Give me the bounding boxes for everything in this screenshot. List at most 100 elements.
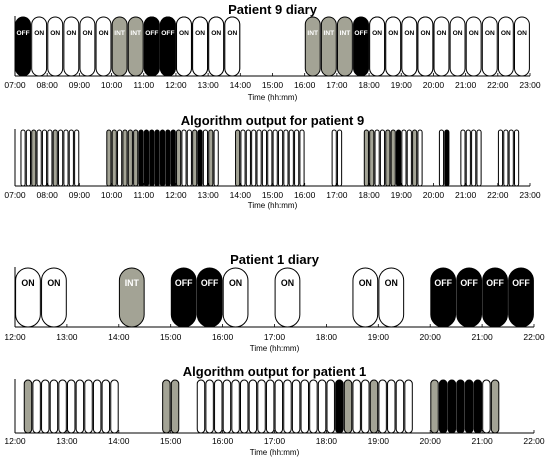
state-pill-int xyxy=(176,129,182,187)
state-pill-label: ON xyxy=(21,278,34,288)
state-pill-on xyxy=(449,16,466,77)
state-pill-on xyxy=(214,379,223,434)
state-pill-int xyxy=(127,129,133,187)
state-pill-on xyxy=(36,129,42,187)
state-pill-on xyxy=(202,129,209,187)
state-pill-on xyxy=(471,129,477,187)
x-tick-label: 21:00 xyxy=(471,332,493,342)
state-pill-on xyxy=(465,129,471,187)
state-pill-int xyxy=(343,379,353,434)
state-pill-int xyxy=(490,379,500,434)
state-pill-on xyxy=(186,129,192,187)
x-tick-label: 21:00 xyxy=(455,190,477,200)
state-pill-label: ON xyxy=(372,30,382,37)
state-pill-on xyxy=(503,129,509,187)
state-pill-label: OFF xyxy=(434,278,452,288)
x-tick-label: 12:00 xyxy=(4,436,26,446)
state-pill-on xyxy=(385,16,402,77)
x-tick-label: 13:00 xyxy=(197,190,219,200)
state-pill-int xyxy=(369,129,375,187)
state-pill-on xyxy=(261,129,268,187)
x-tick-label: 18:00 xyxy=(358,190,380,200)
state-pill-on xyxy=(101,379,111,434)
x-tick-label: 18:00 xyxy=(316,436,338,446)
state-pill-label: ON xyxy=(195,30,205,37)
x-tick-label: 20:00 xyxy=(420,332,442,342)
x-axis-label: Time (hh:mm) xyxy=(250,448,300,457)
x-tick-label: 16:00 xyxy=(212,436,234,446)
state-pill-on xyxy=(74,129,80,187)
x-tick-label: 17:00 xyxy=(264,332,286,342)
state-pill-on xyxy=(387,379,396,434)
x-tick-label: 09:00 xyxy=(69,80,91,90)
state-pill-label: OFF xyxy=(161,30,174,37)
state-pill-on xyxy=(79,16,96,77)
state-pill-on xyxy=(417,16,434,77)
state-pill-on xyxy=(15,267,41,328)
panel-title: Algorithm output for patient 9 xyxy=(181,113,364,128)
state-pill-int xyxy=(235,129,241,187)
state-pill-label: ON xyxy=(359,278,372,288)
x-tick-label: 19:00 xyxy=(368,436,390,446)
state-pill-int xyxy=(23,379,33,434)
state-pill-on xyxy=(92,379,102,434)
x-tick-label: 16:00 xyxy=(294,190,316,200)
state-pill-on xyxy=(299,129,305,187)
x-tick-label: 11:00 xyxy=(133,80,154,90)
state-pill-int xyxy=(385,129,391,187)
state-pill-on xyxy=(406,129,412,187)
state-pill-on xyxy=(300,379,309,434)
x-tick-label: 20:00 xyxy=(423,80,445,90)
x-tick-label: 22:00 xyxy=(523,332,545,342)
state-pill-on xyxy=(58,129,64,187)
state-pill-on xyxy=(361,379,370,434)
state-pill-on xyxy=(256,129,262,187)
state-pill-on xyxy=(110,379,119,434)
state-pill-on xyxy=(417,129,423,187)
state-pill-on xyxy=(84,379,93,434)
state-pill-label: INT xyxy=(340,30,351,37)
state-pill-on xyxy=(68,129,74,187)
x-tick-label: 19:00 xyxy=(391,80,413,90)
state-pill-on xyxy=(404,379,413,434)
state-pill-on xyxy=(245,129,251,187)
state-pill-label: ON xyxy=(66,30,76,37)
x-tick-label: 14:00 xyxy=(108,436,130,446)
state-pill-label: ON xyxy=(281,278,294,288)
state-pill-on xyxy=(465,16,482,77)
state-pill-int xyxy=(52,129,58,187)
state-pill-label: ON xyxy=(47,278,60,288)
state-pill-on xyxy=(401,129,407,187)
x-tick-label: 18:00 xyxy=(358,80,380,90)
x-tick-label: 22:00 xyxy=(487,80,509,90)
state-pill-on xyxy=(257,379,266,434)
x-axis-label: Time (hh:mm) xyxy=(248,93,298,102)
state-pill-on xyxy=(176,16,192,77)
state-pill-on xyxy=(32,379,41,434)
x-tick-label: 10:00 xyxy=(101,190,123,200)
state-pill-on xyxy=(95,16,112,77)
state-pill-int xyxy=(304,16,321,77)
state-pill-label: INT xyxy=(324,30,335,37)
state-pill-int xyxy=(336,16,353,77)
state-pill-on xyxy=(378,267,405,328)
state-pill-on xyxy=(224,16,241,77)
state-pill-on xyxy=(31,16,48,77)
state-pill-off xyxy=(143,16,160,77)
state-pill-label: ON xyxy=(179,30,189,37)
state-pill-on xyxy=(274,379,284,434)
state-pill-on xyxy=(192,16,209,77)
state-pill-on xyxy=(326,379,335,434)
state-pill-on xyxy=(240,129,246,187)
state-pill-label: ON xyxy=(50,30,60,37)
state-pill-label: ON xyxy=(501,30,511,37)
state-pill-on xyxy=(213,129,219,187)
state-pill-off xyxy=(508,267,534,328)
state-pill-on xyxy=(49,379,59,434)
x-tick-label: 23:00 xyxy=(519,190,541,200)
state-pill-on xyxy=(283,379,292,434)
state-pill-int xyxy=(111,129,117,187)
state-pill-off xyxy=(456,379,465,434)
state-pill-on xyxy=(331,129,337,187)
